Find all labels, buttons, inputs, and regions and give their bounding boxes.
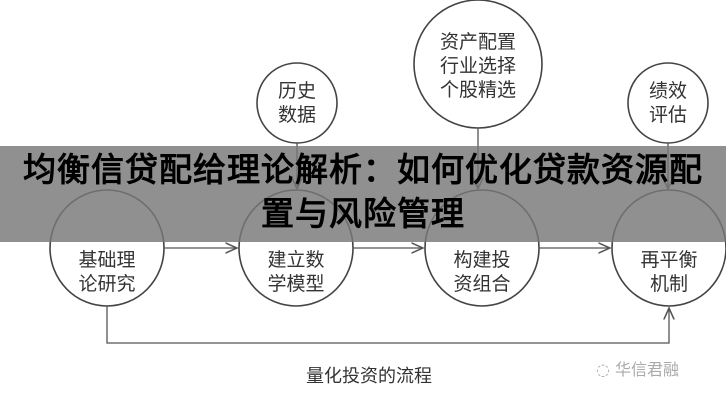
label-performance-eval: 绩效 评估 bbox=[648, 80, 688, 126]
page-title: 均衡信贷配给理论解析：如何优化贷款资源配置与风险管理 bbox=[23, 150, 703, 233]
feedback-loop bbox=[106, 306, 669, 344]
label-build-model: 建立数 学模型 bbox=[267, 249, 325, 295]
diagram-caption: 量化投资的流程 bbox=[306, 366, 432, 387]
title-banner bbox=[0, 146, 726, 242]
label-asset-allocation: 资产配置 行业选择 个股精选 bbox=[439, 31, 517, 101]
label-basic-research: 基础理 论研究 bbox=[78, 249, 136, 295]
label-rebalance: 再平衡 机制 bbox=[640, 249, 698, 295]
wechat-icon: ◌ bbox=[596, 360, 616, 379]
label-history-data: 历史 数据 bbox=[277, 80, 317, 126]
label-build-portfolio: 构建投 资组合 bbox=[453, 249, 511, 295]
watermark-text: 华信君融 bbox=[615, 360, 680, 379]
watermark: ◌ 华信君融 bbox=[596, 356, 679, 380]
